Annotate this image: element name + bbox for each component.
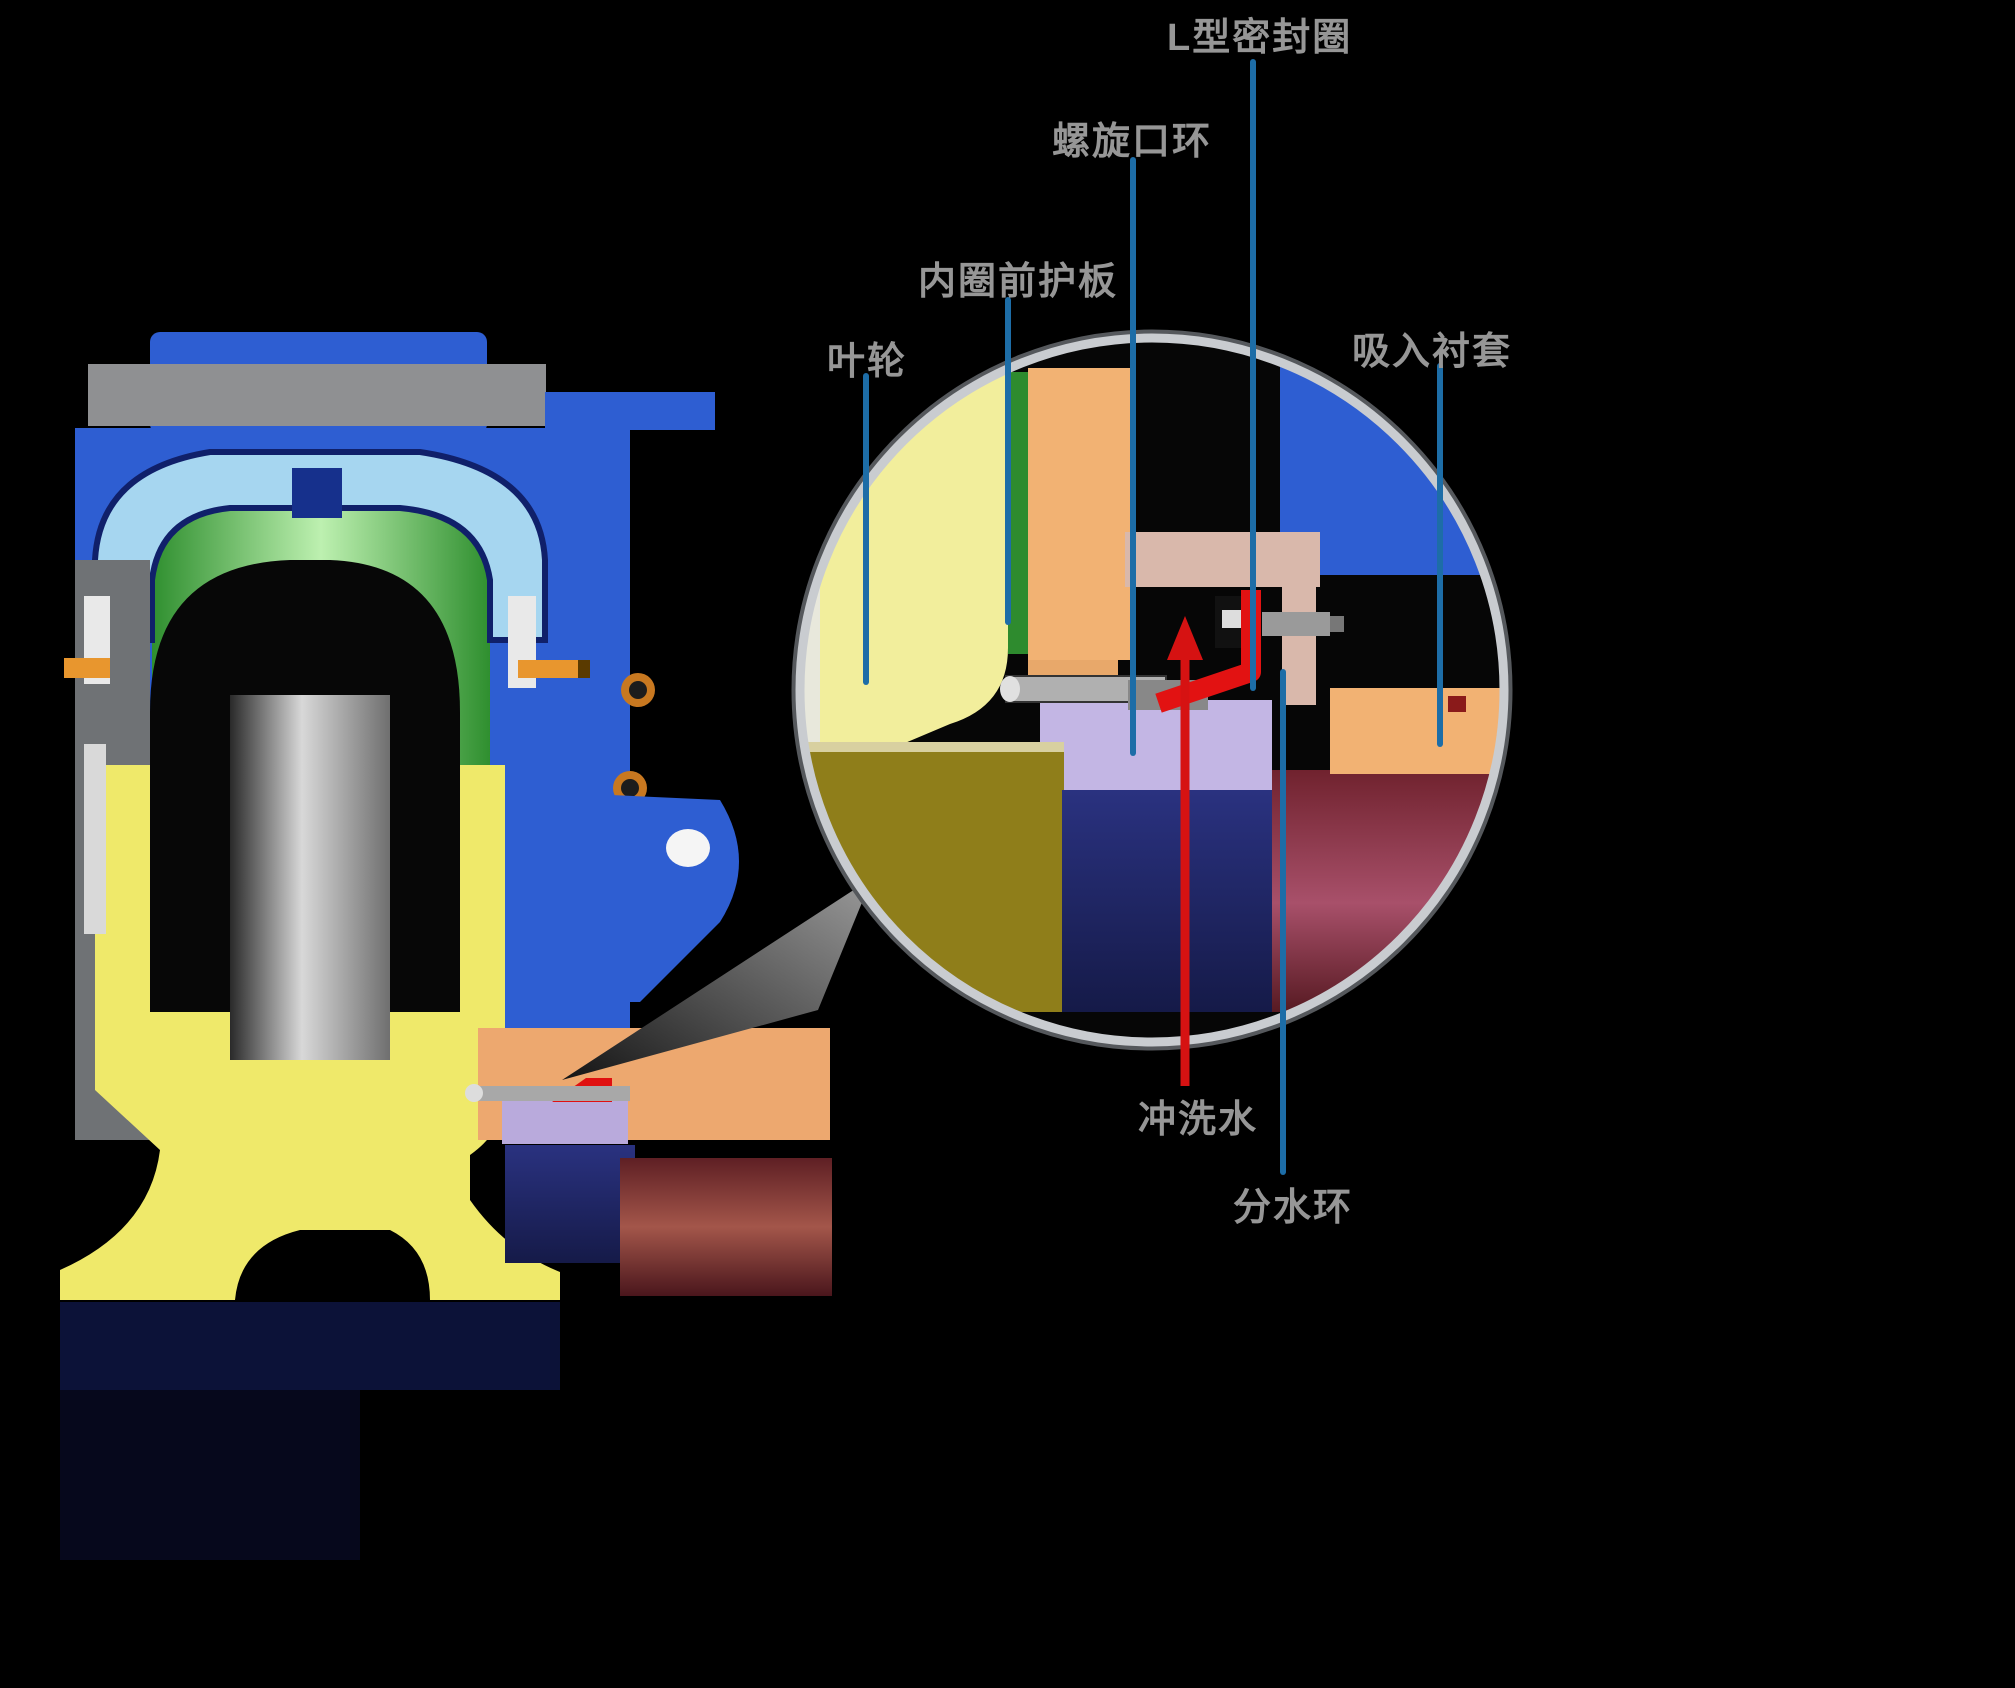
zoom-liner-red-dot bbox=[1448, 696, 1466, 712]
zoom-guard-orange bbox=[1028, 368, 1130, 660]
pin-cap bbox=[465, 1084, 483, 1102]
zoom-gray-bolt bbox=[1262, 612, 1330, 636]
callout-lines bbox=[863, 59, 1443, 1175]
label-suction-liner: 吸入衬套 bbox=[1352, 331, 1513, 373]
support-bracket bbox=[545, 792, 739, 1002]
right-pin-tip bbox=[578, 660, 590, 678]
pump-clamp-band bbox=[88, 364, 546, 426]
zoom-navy-block bbox=[1062, 790, 1272, 1012]
label-impeller: 叶轮 bbox=[827, 341, 908, 383]
zoom-front-guard-green bbox=[1008, 372, 1028, 654]
magnifier-rim bbox=[795, 333, 1509, 1047]
label-l-seal-ring: L型密封圈 bbox=[1167, 17, 1353, 59]
label-inner-front-guard: 内圈前护板 bbox=[918, 261, 1119, 303]
label-water-splitting-ring: 分水环 bbox=[1233, 1187, 1354, 1229]
pump-top-right-flange bbox=[545, 392, 715, 430]
left-orange-pin bbox=[64, 658, 110, 678]
magnifier-wedge bbox=[562, 878, 872, 1080]
flush-water-arrow bbox=[1167, 616, 1203, 1086]
maroon-shaft bbox=[620, 1158, 832, 1296]
zoom-gray-bolt-tip bbox=[1330, 616, 1344, 632]
label-spiral-wear-ring: 螺旋口环 bbox=[1052, 121, 1213, 163]
zoom-rod-cap bbox=[1000, 676, 1020, 702]
label-flush-water: 冲洗水 bbox=[1138, 1099, 1259, 1141]
bottom-navy-base bbox=[60, 1302, 560, 1390]
magnifier-rim-outer bbox=[791, 329, 1513, 1051]
bottom-dark-base bbox=[60, 1390, 360, 1560]
magnifier-circle bbox=[791, 329, 1513, 1051]
lining-center-notch bbox=[292, 468, 342, 518]
bracket-hole bbox=[666, 829, 710, 867]
flange-bolt-upper bbox=[621, 673, 655, 707]
seal-gland-pin bbox=[470, 1086, 630, 1101]
pump-cross-section bbox=[60, 332, 832, 1560]
right-orange-pin bbox=[518, 660, 590, 678]
navy-sleeve-block bbox=[505, 1145, 635, 1263]
zoom-suction-liner-orange bbox=[1330, 688, 1500, 774]
left-insert-lower bbox=[84, 744, 106, 934]
pump-shaft bbox=[230, 695, 390, 1060]
casing-lining-arch bbox=[92, 449, 548, 643]
zoom-spiral-ring-lavender bbox=[1040, 700, 1272, 792]
flush-arrow-head bbox=[1167, 616, 1203, 660]
zoom-olive-top-line bbox=[804, 742, 1064, 752]
spiral-ring-lavender bbox=[502, 1098, 628, 1144]
